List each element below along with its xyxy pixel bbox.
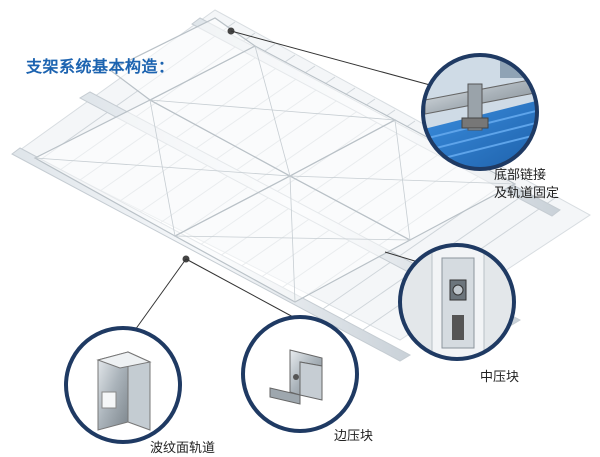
- callout-rail: [66, 328, 180, 442]
- base-link-label-line1: 底部链接: [494, 168, 547, 183]
- callout-ring: [421, 53, 539, 171]
- mid-clamp-label: 中压块: [480, 370, 520, 385]
- callout-base-link: [423, 55, 537, 169]
- base-link-label-line2: 及轨道固定: [494, 186, 560, 201]
- callout-ring: [64, 326, 182, 444]
- callout-ring: [241, 315, 359, 433]
- diagram-title: 支架系统基本构造：: [26, 57, 175, 76]
- rail-label: 波纹面轨道: [150, 441, 216, 456]
- leader-lines: [134, 30, 431, 331]
- base-link-label: 底部链接 及轨道固定: [494, 167, 559, 203]
- callout-end-clamp: [243, 317, 357, 431]
- callout-ring: [398, 243, 516, 361]
- end-clamp-label: 边压块: [334, 429, 374, 444]
- panel-cross-bracing: [34, 45, 516, 303]
